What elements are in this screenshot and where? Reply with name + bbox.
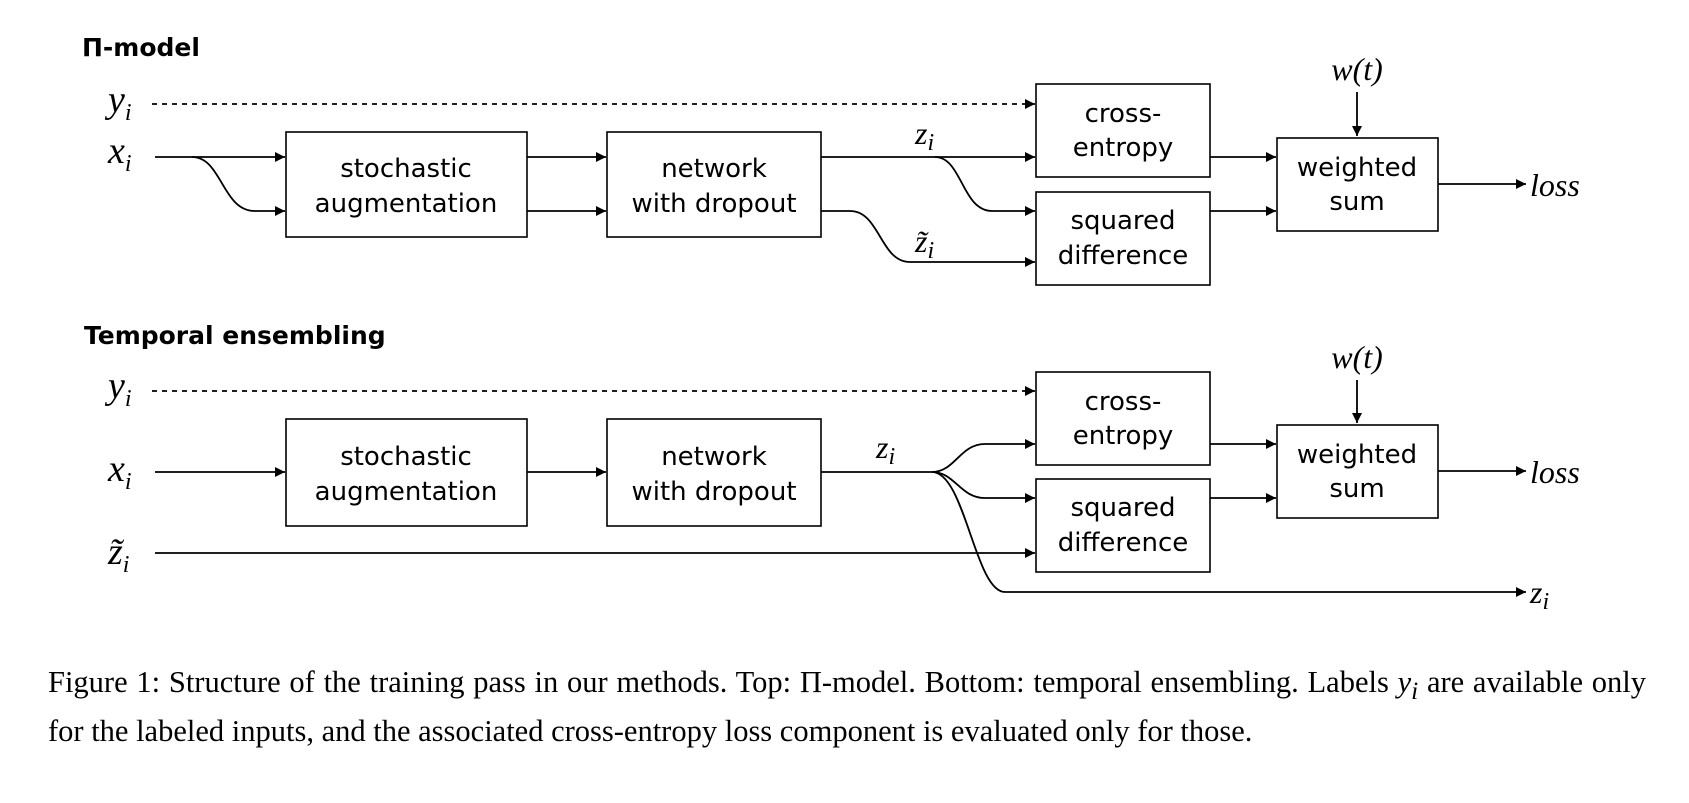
- te-z-output-label: zi: [1529, 574, 1549, 615]
- pi-z-label: zi: [914, 115, 934, 156]
- te-cross-entropy-box: [1035, 371, 1211, 466]
- pi-ce-label-1: cross-: [1085, 99, 1162, 129]
- te-network-with-dropout-box: [606, 418, 822, 527]
- pi-network-with-dropout-box: [606, 131, 822, 238]
- te-z-label: zi: [875, 429, 895, 470]
- pi-aug-label-2: augmentation: [315, 189, 498, 219]
- te-input-z-tilde-label: z̃i: [107, 531, 129, 578]
- pi-model-title: Π-model: [82, 33, 200, 62]
- pi-z-tilde-label: z̃i: [914, 223, 934, 264]
- pi-model-diagram: Π-model yi xi stochastic augmentation ne…: [82, 33, 1580, 286]
- pi-z-tilde-to-squared-arrow: [821, 210, 1035, 267]
- te-sq-label-1: squared: [1070, 493, 1175, 523]
- pi-loss-label: loss: [1530, 167, 1580, 203]
- te-z-output-arrow: [931, 471, 1526, 597]
- training-pass-diagram: Π-model yi xi stochastic augmentation ne…: [82, 33, 1580, 615]
- pi-sq-label-1: squared: [1070, 206, 1175, 236]
- pi-z-to-squared-arrow: [934, 156, 1035, 216]
- te-ws-label-1: weighted: [1297, 440, 1417, 470]
- te-aug-label-1: stochastic: [340, 442, 472, 472]
- pi-net-label-1: network: [661, 154, 767, 184]
- te-ws-label-2: sum: [1329, 474, 1384, 504]
- pi-ce-label-2: entropy: [1073, 133, 1174, 163]
- pi-sq-label-2: difference: [1058, 241, 1189, 271]
- te-input-y-label: yi: [104, 365, 132, 412]
- caption-text-part1: Figure 1: Structure of the training pass…: [48, 665, 1398, 699]
- pi-input-y-label: yi: [104, 79, 132, 126]
- te-input-x-label: xi: [107, 448, 132, 495]
- te-z-to-squared-arrow: [931, 471, 1035, 503]
- pi-cross-entropy-box: [1035, 83, 1211, 178]
- te-weighted-sum-box: [1276, 424, 1439, 519]
- te-net-label-2: with dropout: [631, 477, 796, 507]
- te-z-to-crossentropy-arrow: [931, 439, 1035, 473]
- te-aug-label-2: augmentation: [315, 477, 498, 507]
- te-weight-label: w(t): [1331, 339, 1383, 375]
- pi-stochastic-augmentation-box: [285, 131, 528, 238]
- caption-label-sub: i: [1411, 677, 1419, 706]
- pi-squared-difference-box: [1035, 191, 1211, 286]
- pi-x-to-aug-arrow-2: [191, 156, 285, 216]
- pi-weighted-sum-box: [1276, 137, 1439, 232]
- figure-caption: Figure 1: Structure of the training pass…: [48, 662, 1646, 751]
- te-squared-difference-box: [1035, 478, 1211, 573]
- te-loss-label: loss: [1530, 454, 1580, 490]
- te-ce-label-1: cross-: [1085, 387, 1162, 417]
- te-sq-label-2: difference: [1058, 528, 1189, 558]
- te-stochastic-augmentation-box: [285, 418, 528, 527]
- caption-text-part2: are available only for the labeled input…: [48, 665, 1646, 749]
- te-ce-label-2: entropy: [1073, 421, 1174, 451]
- caption-label-var: y: [1397, 665, 1412, 699]
- temporal-title: Temporal ensembling: [84, 321, 386, 350]
- pi-aug-label-1: stochastic: [340, 154, 472, 184]
- pi-net-label-2: with dropout: [631, 189, 796, 219]
- pi-ws-label-2: sum: [1329, 187, 1384, 217]
- pi-ws-label-1: weighted: [1297, 153, 1417, 183]
- te-net-label-1: network: [661, 442, 767, 472]
- temporal-ensembling-diagram: Temporal ensembling yi xi z̃i stochastic…: [84, 321, 1580, 615]
- pi-weight-label: w(t): [1331, 51, 1383, 87]
- pi-input-x-label: xi: [107, 130, 132, 177]
